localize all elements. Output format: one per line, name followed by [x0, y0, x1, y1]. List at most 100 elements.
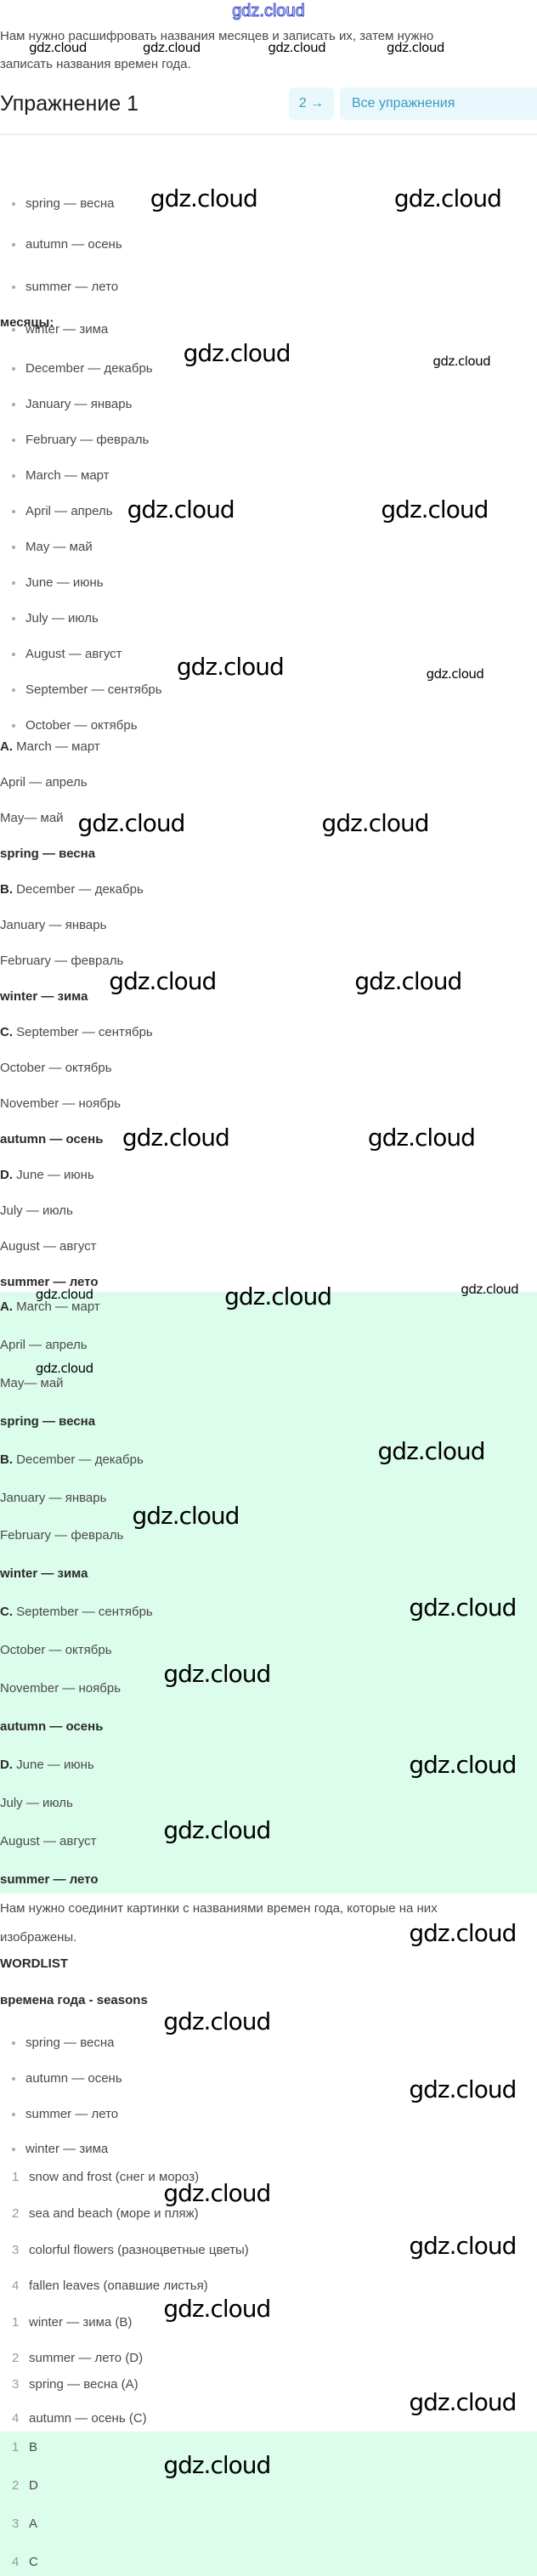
group-item: July — июль	[0, 1795, 73, 1812]
group-letter: B.	[0, 1452, 13, 1467]
group-season: spring — весна	[0, 1413, 95, 1430]
item-text: December — декабрь	[25, 361, 153, 376]
bullet-icon	[12, 403, 15, 407]
season-item: winter — зима	[12, 321, 108, 338]
item-text: May— май	[0, 811, 64, 825]
month-item: August — август	[12, 646, 122, 663]
item-text: September — сентябрь	[25, 682, 162, 697]
item-text: spring — весна (A)	[29, 2377, 138, 2392]
group-letter: A.	[0, 739, 13, 754]
month-item: April — апрель	[12, 503, 113, 520]
match-item: 2 summer — лето (D)	[12, 2350, 143, 2367]
item-text: April — апрель	[25, 504, 113, 518]
item-text: October — октябрь	[25, 718, 138, 733]
watermark: gdz.cloud	[132, 1501, 240, 1530]
group-letter: C.	[0, 1025, 13, 1039]
item-text: summer — лето	[25, 280, 119, 294]
watermark: gdz.cloud	[381, 495, 489, 524]
bullet-icon	[12, 2148, 15, 2152]
item-text: spring — весна	[0, 846, 96, 861]
task2-intro-line1: Нам нужно соединит картинки с названиями…	[0, 1900, 438, 1917]
watermark: gdz.cloud	[163, 1659, 271, 1688]
group-item: January — январь	[0, 917, 106, 934]
watermark: gdz.cloud	[122, 1124, 230, 1152]
group-item: May— май	[0, 810, 64, 827]
item-text: December — декабрь	[13, 882, 144, 897]
item-text: November — ноябрь	[0, 1681, 122, 1696]
watermark: gdz.cloud	[409, 2388, 517, 2417]
bullet-icon	[12, 510, 15, 514]
bullet-icon	[12, 688, 15, 693]
watermark: gdz.cloud	[163, 2179, 271, 2208]
item-text: spring — весна	[25, 196, 115, 211]
group-letter: D.	[0, 1168, 13, 1182]
watermark: gdz.cloud	[432, 353, 491, 369]
watermark: gdz.cloud	[109, 967, 217, 996]
item-text: March — март	[13, 739, 100, 754]
item-text: May— май	[0, 1375, 64, 1390]
group-first-item: A. March — март	[0, 1299, 100, 1316]
group-letter: C.	[0, 1605, 13, 1620]
item-text: September — сентябрь	[13, 1605, 153, 1620]
item-text: June — июнь	[25, 575, 104, 590]
group-first-item: A. March — март	[0, 739, 100, 756]
watermark: gdz.cloud	[409, 1594, 517, 1622]
group-first-item: C. September — сентябрь	[0, 1024, 153, 1041]
watermark: gdz.cloud	[224, 1282, 332, 1311]
watermark: gdz.cloud	[367, 1124, 476, 1152]
next-exercise-button[interactable]: 2 →	[289, 88, 334, 120]
list-number: 3	[12, 2243, 20, 2257]
watermark: gdz.cloud	[150, 184, 258, 212]
list-number: 1	[12, 2170, 20, 2184]
watermark: gdz.cloud	[77, 808, 185, 837]
group-first-item: D. June — июнь	[0, 1167, 94, 1184]
watermark: gdz.cloud	[127, 495, 235, 524]
item-text: summer — лето	[0, 1275, 99, 1289]
list-number: 1	[12, 2315, 20, 2330]
divider	[0, 133, 537, 135]
answer-box-1	[0, 1292, 537, 1894]
watermark: gdz.cloud	[321, 808, 430, 837]
group-item: May— май	[0, 1375, 64, 1392]
item-text: December — декабрь	[13, 1452, 144, 1467]
bullet-icon	[12, 653, 15, 657]
watermark: gdz.cloud	[29, 40, 87, 56]
month-item: October — октябрь	[12, 717, 138, 734]
list-number: 2	[12, 2351, 20, 2365]
group-item: February — февраль	[0, 1527, 123, 1544]
watermark: gdz.cloud	[183, 339, 291, 368]
season-item: autumn — осень	[12, 2070, 122, 2087]
item-text: July — июль	[25, 611, 99, 626]
group-item: October — октябрь	[0, 1060, 112, 1077]
item-text: August — август	[25, 647, 122, 661]
watermark: gdz.cloud	[163, 2451, 271, 2480]
watermark: gdz.cloud	[409, 2232, 517, 2261]
item-text: winter — зима	[25, 2142, 109, 2156]
month-item: December — декабрь	[12, 360, 153, 377]
task1-intro-line2: записать названия времен года.	[0, 57, 191, 71]
item-text: summer — лето (D)	[29, 2351, 144, 2365]
month-item: February — февраль	[12, 432, 149, 449]
item-text: February — февраль	[0, 1528, 124, 1543]
group-first-item: C. September — сентябрь	[0, 1604, 153, 1621]
group-item: February — февраль	[0, 953, 123, 970]
month-item: June — июнь	[12, 575, 104, 592]
item-text: July — июль	[0, 1203, 73, 1218]
all-exercises-button[interactable]: Все упражнения	[340, 88, 537, 120]
months-heading: месяцы:	[0, 314, 54, 331]
item-text: April — апрель	[0, 775, 88, 790]
watermark: gdz.cloud	[409, 2075, 517, 2103]
item-text: July — июль	[0, 1795, 73, 1810]
watermark: gdz.cloud	[142, 40, 201, 56]
group-season: summer — лето	[0, 1274, 98, 1291]
list-number: 1	[12, 2440, 20, 2454]
group-item: August — август	[0, 1238, 97, 1255]
item-text: May — май	[25, 540, 93, 554]
item-text: January — январь	[0, 1490, 107, 1505]
watermark: gdz.cloud	[377, 1437, 486, 1466]
item-text: October — октябрь	[0, 1061, 112, 1075]
